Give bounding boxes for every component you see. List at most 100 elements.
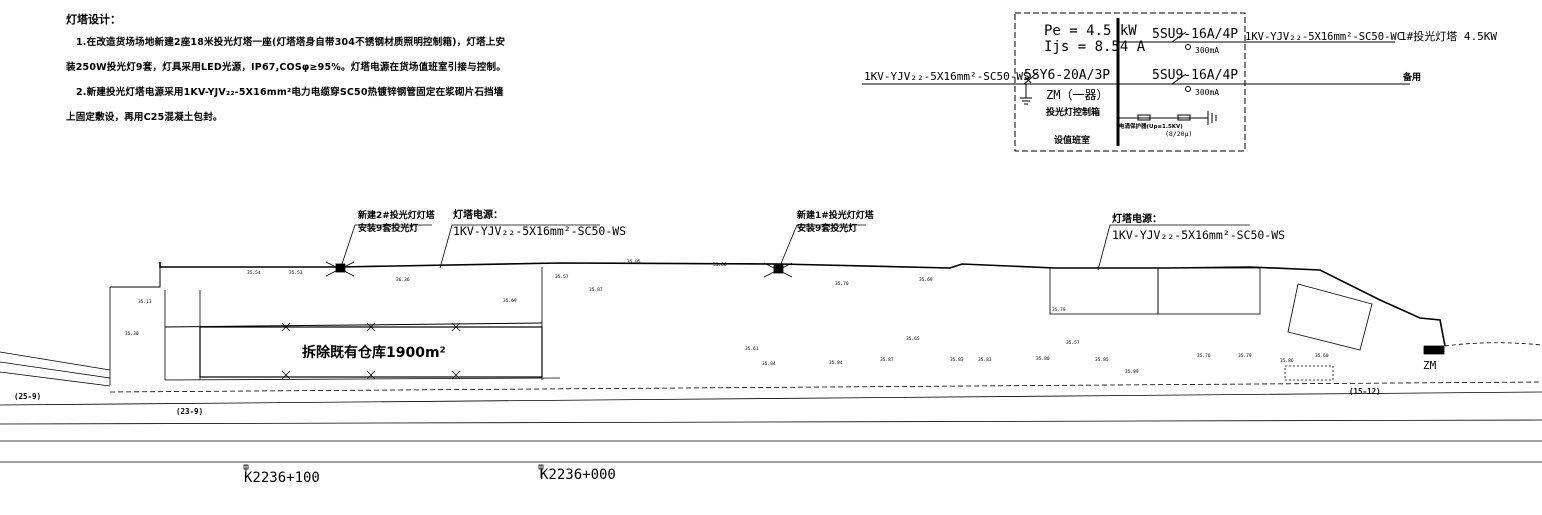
branch1-breaker-symbol <box>1171 31 1187 43</box>
note-line-3: 2.新建投光灯塔电源采用1KV-YJV₂₂-5X16mm²电力电缆穿SC50热镀… <box>76 87 504 98</box>
tower1-title: 新建1#投光灯灯塔 <box>797 209 875 221</box>
elevation-label: 35.79 <box>1052 307 1066 313</box>
road-curve <box>1444 342 1542 347</box>
warehouse-inner <box>164 377 561 381</box>
yard-boundary-left <box>110 262 161 288</box>
elevation-label: 35.60 <box>1315 353 1329 359</box>
yard-boundary <box>159 262 1446 347</box>
chainage-marker-1 <box>243 464 249 478</box>
elevation-label: 35.85 <box>1095 357 1109 363</box>
section-left: (25-9) <box>14 392 41 401</box>
building-diagonal <box>1287 283 1373 351</box>
ijs-label: Ijs = 8.54 A <box>1044 39 1146 55</box>
elevation-label: 35.84 <box>829 360 843 366</box>
spd-rating-label: (8/20μ) <box>1165 130 1192 138</box>
elevation-label: 35.84 <box>762 361 776 367</box>
spd-fuse-symbol <box>1137 114 1151 121</box>
elevation-label: 35.69 <box>503 298 517 304</box>
elevation-label: 35.87 <box>589 287 603 293</box>
panel-dashed-frame <box>1014 12 1246 152</box>
note-line-1: 1.在改造货场场地新建2座18米投光灯塔一座(灯塔塔身自带304不锈钢材质照明控… <box>76 37 506 48</box>
incoming-cable-label: 1KV-YJV₂₂-5X16mm²-SC50-WS <box>864 70 1030 83</box>
elevation-label: 35.57 <box>1066 340 1080 346</box>
chainage-marker-2 <box>538 464 544 478</box>
warehouse-marks <box>281 322 461 380</box>
elevation-label: 35.69 <box>919 277 933 283</box>
platform-edge <box>109 381 1542 393</box>
zm-cabinet-symbol <box>1423 345 1445 355</box>
main-breaker-symbol <box>1023 71 1039 85</box>
tower2-leader <box>341 224 432 265</box>
track-line <box>0 419 1542 425</box>
elevation-label: 35.57 <box>555 274 569 280</box>
elevation-label: 35.79 <box>1238 353 1252 359</box>
plan-labels: 新建2#投光灯灯塔 安装9套投光灯 灯塔电源： 1KV-YJV₂₂-5X16mm… <box>14 208 1437 486</box>
power1-title: 灯塔电源： <box>453 208 503 221</box>
branch1-breaker-label: 5SU9-16A/4P <box>1152 27 1238 42</box>
elevation-label: 35.89 <box>1125 369 1139 375</box>
elevation-label: 35.87 <box>880 357 894 363</box>
panel-name-label: 投光灯控制箱 <box>1046 106 1100 118</box>
room-label: 设值班室 <box>1054 134 1090 146</box>
branch1-load-label: 1#投光灯塔 4.5KW <box>1400 29 1497 43</box>
elevation-label: 35.86 <box>1280 358 1294 364</box>
pe-label: Pe = 4.5 kW <box>1044 23 1137 39</box>
track-line <box>0 391 1542 406</box>
power1-leader <box>439 224 600 269</box>
ground-symbol <box>1020 84 1032 105</box>
note-line-4: 上固定敷设，再用C25混凝土包封。 <box>66 112 223 123</box>
elevation-label: 35.30 <box>125 331 139 337</box>
tower2-title: 新建2#投光灯灯塔 <box>358 209 436 221</box>
notes-title: 灯塔设计： <box>66 13 121 26</box>
branch2-breaker-label: 5SU9-16A/4P <box>1152 68 1238 83</box>
elevation-label: 35.13 <box>138 299 152 305</box>
elevation-label: 35.54 <box>247 270 261 276</box>
branch1-cable-label: 1KV-YJV₂₂-5X16mm²-SC50-WC <box>1245 31 1403 43</box>
elevation-label: 35.70 <box>835 281 849 287</box>
tower1-symbol <box>763 262 793 278</box>
elevation-label: 35.05 <box>627 259 641 265</box>
elevation-label: 35.65 <box>906 336 920 342</box>
elevation-label: 35.76 <box>1197 353 1211 359</box>
branch2-rcd-symbol <box>1185 86 1191 92</box>
building-block <box>1049 267 1159 315</box>
elevation-label: 35.80 <box>1036 356 1050 362</box>
elevation-label: 35.53 <box>289 270 303 276</box>
section-right: (15-12) <box>1349 387 1381 396</box>
section-mid: (23-9) <box>176 407 203 416</box>
elevation-label: 35.83 <box>978 357 992 363</box>
elevation-label: 35.66 <box>713 262 727 268</box>
elevation-label: 35.83 <box>950 357 964 363</box>
note-line-2: 装250W投光灯9套，灯具采用LED光源，IP67,COSφ≥95%。灯塔电源在… <box>66 62 506 73</box>
main-breaker-label: 5SY6-20A/3P <box>1024 68 1110 83</box>
branch1-rcd-symbol <box>1185 44 1191 50</box>
chainage-label-1: K2236+100 <box>244 470 320 486</box>
tower1-leader <box>779 224 866 267</box>
spd-device-symbol <box>1177 114 1191 121</box>
branch2-breaker-symbol <box>1171 73 1187 85</box>
tower2-symbol <box>325 261 355 277</box>
power1-cable: 1KV-YJV₂₂-5X16mm²-SC50-WS <box>453 224 626 238</box>
warehouse-roof-line <box>164 322 543 328</box>
platform-edge <box>0 351 111 371</box>
power2-cable: 1KV-YJV₂₂-5X16mm²-SC50-WS <box>1112 228 1285 242</box>
branch1-rcd-label: 300mA <box>1195 46 1219 55</box>
elevation-label: 36.36 <box>396 277 410 283</box>
chainage-label-2: K2236+000 <box>540 467 616 483</box>
distribution-schematic: Pe = 4.5 kW Ijs = 8.54 A 1KV-YJV₂₂-5X16m… <box>862 12 1497 152</box>
power2-leader <box>1097 224 1250 271</box>
tower1-sub: 安装9套投光灯 <box>797 222 857 234</box>
spd-label: 电涌保护器(Up≤1.5KV) <box>1119 122 1183 130</box>
branch2-load-label: 备用 <box>1402 71 1421 83</box>
power2-title: 灯塔电源： <box>1112 212 1162 225</box>
zm-mark: ZM <box>1423 359 1437 372</box>
branch2-rcd-label: 300mA <box>1195 88 1219 97</box>
cabinet-dashed <box>1284 365 1334 381</box>
building-block <box>1157 267 1261 315</box>
warehouse-label: 拆除既有仓库1900m² <box>302 344 446 361</box>
main-breaker-cross <box>1024 76 1032 84</box>
site-plan <box>0 224 1542 478</box>
tower2-sub: 安装9套投光灯 <box>358 222 418 234</box>
platform-edge <box>0 361 111 379</box>
